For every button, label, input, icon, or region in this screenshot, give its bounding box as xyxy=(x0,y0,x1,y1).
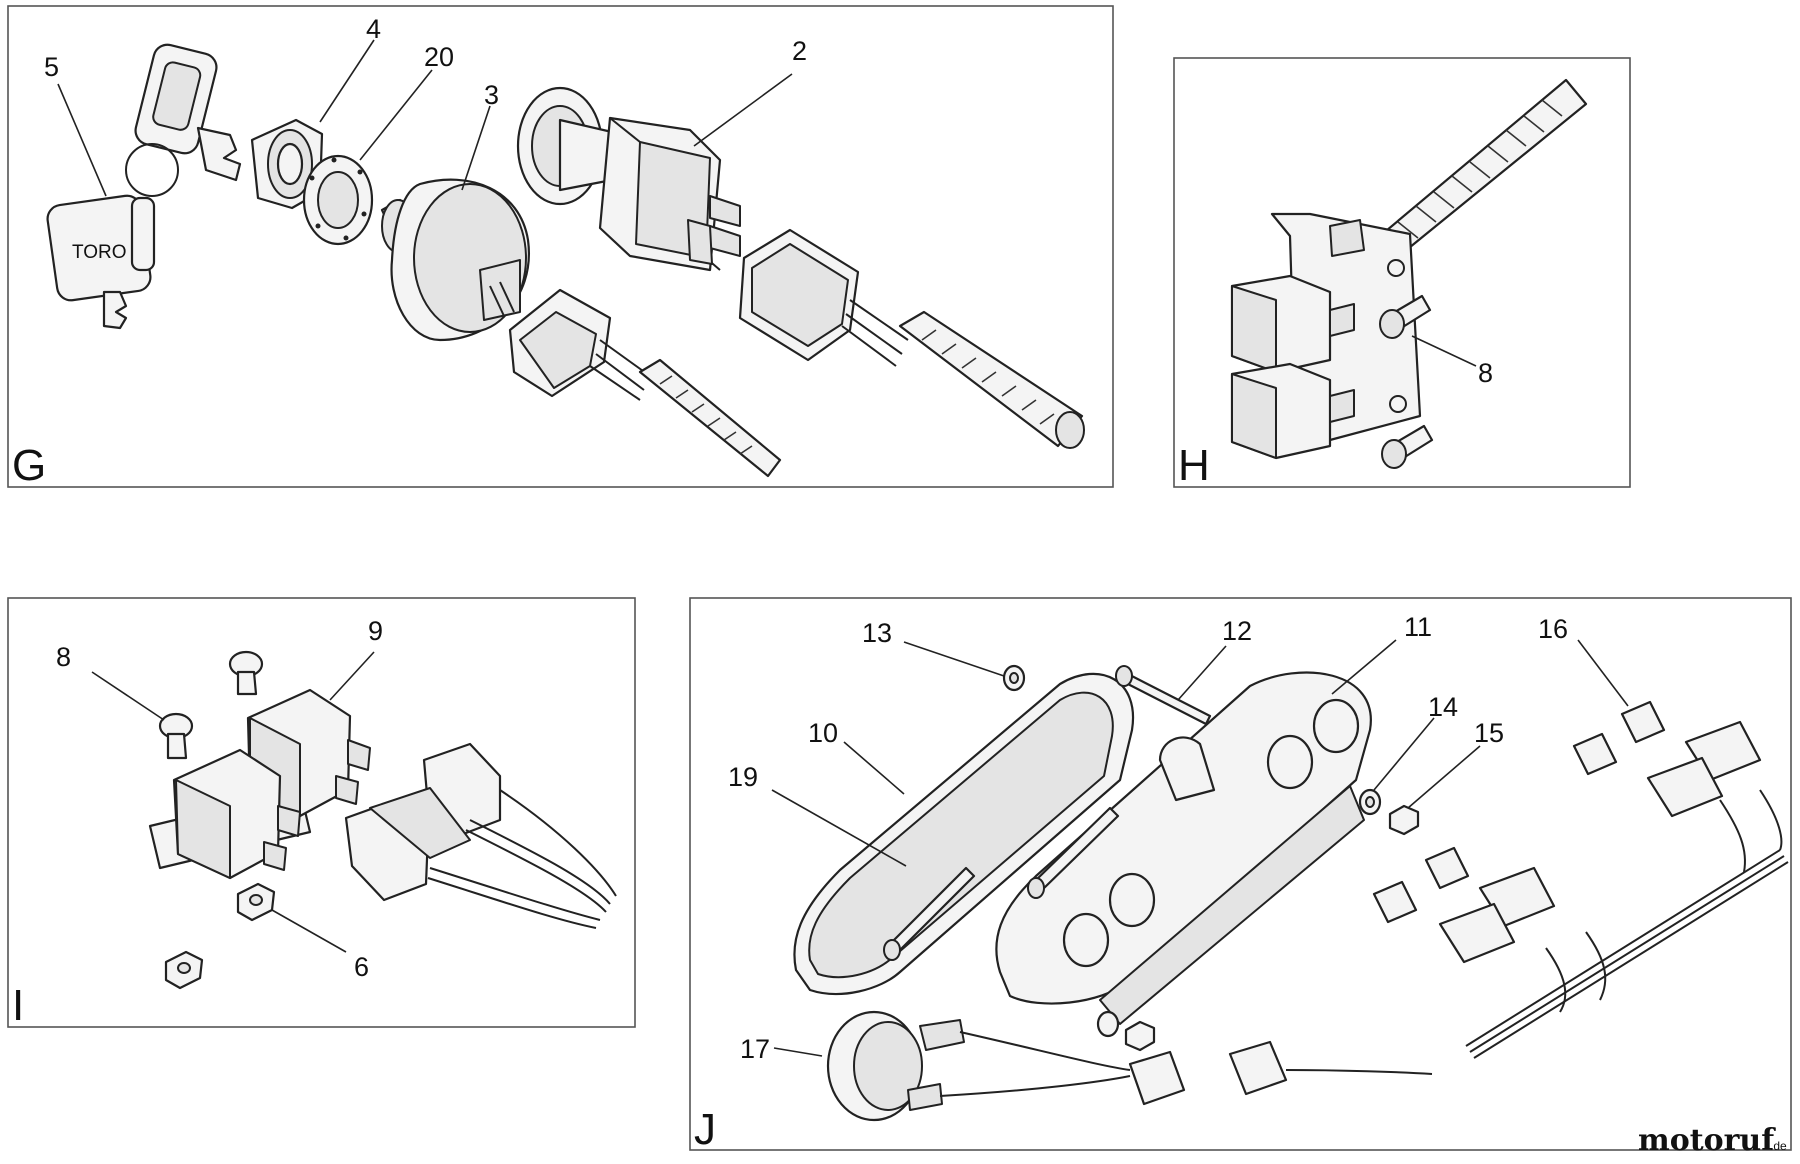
panel-g-letter: G xyxy=(12,441,46,490)
callout-j-14: 14 xyxy=(1428,692,1458,722)
watermark: motoruf .de xyxy=(1638,1123,1787,1158)
callout-g-2: 2 xyxy=(792,36,807,66)
washer-14 xyxy=(1358,788,1382,816)
relay-upper xyxy=(1230,274,1355,374)
leader-j-15 xyxy=(1407,745,1481,809)
leader-i-8 xyxy=(91,671,165,721)
watermark-main: motoruf xyxy=(1638,1123,1776,1158)
callout-g-3: 3 xyxy=(484,80,499,110)
callout-g-20: 20 xyxy=(424,42,454,72)
panel-g-frame xyxy=(7,5,1114,488)
panel-i: 8 9 6 I xyxy=(7,597,636,1030)
leader-j-16 xyxy=(1577,639,1629,707)
leader-5 xyxy=(57,83,107,197)
callout-j-12: 12 xyxy=(1222,616,1252,646)
lamp-bulbs xyxy=(1372,700,1666,924)
screw-upper xyxy=(1379,294,1432,339)
panel-i-frame xyxy=(7,597,636,1028)
screw-lower xyxy=(1381,424,1434,469)
relay-harness-wires xyxy=(427,789,617,929)
pto-switch xyxy=(516,86,741,272)
leader-20 xyxy=(359,69,433,161)
nut-15 xyxy=(1388,804,1420,836)
callout-g-4: 4 xyxy=(366,14,381,44)
panel-j-frame xyxy=(689,597,1792,1151)
leader-j-19 xyxy=(771,789,907,867)
lamp-harness xyxy=(1438,720,1789,1059)
callout-j-10: 10 xyxy=(808,718,838,748)
callout-g-5: 5 xyxy=(44,52,59,82)
nut-lower xyxy=(164,950,204,990)
callout-j-15: 15 xyxy=(1474,718,1504,748)
panel-h: 8 H xyxy=(1173,57,1631,490)
leader-j-13 xyxy=(903,641,1005,677)
panel-h-letter: H xyxy=(1178,441,1210,490)
washer-bottom xyxy=(1096,1010,1156,1052)
dash-panel-housing xyxy=(995,671,1372,1025)
relay-connectors xyxy=(344,742,502,902)
bolt-top xyxy=(228,650,264,696)
leader-j-11 xyxy=(1331,639,1397,695)
leader-2 xyxy=(693,73,793,147)
callout-j-17: 17 xyxy=(740,1034,770,1064)
panel-i-letter: I xyxy=(12,981,24,1030)
relay-harness-sleeve xyxy=(1378,78,1588,254)
callout-h-8: 8 xyxy=(1478,358,1493,388)
ignition-keys: TORO xyxy=(46,43,242,330)
leader-j-10 xyxy=(843,741,905,795)
hour-meter xyxy=(826,1010,1433,1122)
key-tag-text: TORO xyxy=(72,242,127,263)
leader-j-14 xyxy=(1373,717,1435,791)
ignition-wire-sleeve xyxy=(638,358,782,478)
callout-i-8: 8 xyxy=(56,642,71,672)
panel-j: 13 12 11 16 10 14 15 19 17 J xyxy=(689,597,1792,1154)
pto-connector xyxy=(738,228,909,367)
panel-h-frame xyxy=(1173,57,1631,488)
pto-wire-sleeve xyxy=(898,310,1085,449)
leader-i-6 xyxy=(271,909,347,953)
leader-h-8 xyxy=(1411,335,1477,367)
callout-j-11: 11 xyxy=(1404,612,1432,642)
ignition-switch xyxy=(380,178,531,342)
leader-4 xyxy=(319,39,375,123)
ignition-connector xyxy=(508,288,651,401)
relay-front xyxy=(172,748,301,880)
screws-j xyxy=(883,665,1212,961)
watermark-suffix: .de xyxy=(1770,1139,1787,1153)
callout-i-6: 6 xyxy=(354,952,369,982)
callout-j-16: 16 xyxy=(1538,614,1568,644)
callout-i-9: 9 xyxy=(368,616,383,646)
leader-j-12 xyxy=(1177,645,1227,701)
leader-3 xyxy=(461,105,491,191)
panel-j-letter: J xyxy=(694,1105,716,1154)
lock-washer xyxy=(302,154,374,246)
panel-g: TORO xyxy=(7,5,1114,490)
washer-13 xyxy=(1002,664,1026,692)
bolt-left xyxy=(158,712,194,760)
leader-i-9 xyxy=(329,651,375,701)
relay-lower xyxy=(1230,362,1355,460)
leader-j-17 xyxy=(773,1047,823,1057)
callout-j-13: 13 xyxy=(862,618,892,648)
nut-upper xyxy=(236,882,276,922)
callout-j-19: 19 xyxy=(728,762,758,792)
